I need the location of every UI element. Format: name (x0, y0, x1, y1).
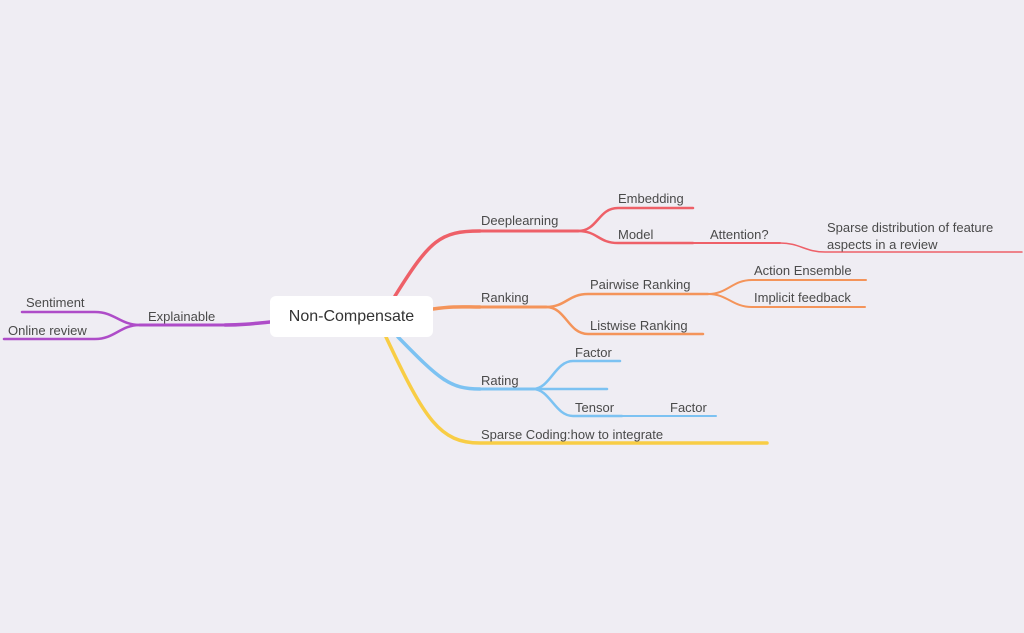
node-sentiment[interactable]: Sentiment (26, 295, 85, 310)
edge-pairwise-implicit (707, 293, 866, 308)
edge-deeplearning-model (576, 229, 695, 245)
node-tensor-factor[interactable]: Factor (670, 400, 707, 415)
node-sparse-distribution[interactable]: Sparse distribution of feature aspects i… (827, 220, 994, 252)
edge-rating-factor (531, 359, 622, 391)
node-implicit-feedback[interactable]: Implicit feedback (754, 290, 851, 305)
node-action-ensemble[interactable]: Action Ensemble (754, 263, 852, 278)
node-listwise-ranking[interactable]: Listwise Ranking (590, 318, 688, 333)
edge-root-ranking (431, 305, 482, 311)
node-attention[interactable]: Attention? (710, 227, 769, 242)
node-rating[interactable]: Rating (481, 373, 519, 388)
edge-ranking-listwise (544, 305, 705, 336)
edge-root-deeplearning (393, 229, 482, 298)
edge-ranking-pairwise (544, 292, 710, 309)
node-factor[interactable]: Factor (575, 345, 612, 360)
node-model[interactable]: Model (618, 227, 654, 242)
edge-root-rating (396, 335, 482, 391)
node-sparse-coding[interactable]: Sparse Coding:how to integrate (481, 427, 664, 442)
node-online-review[interactable]: Online review (8, 323, 87, 338)
node-pairwise-ranking[interactable]: Pairwise Ranking (590, 277, 691, 292)
edge-root-sparse-coding (384, 335, 769, 445)
edge-explainable-online-review (2, 323, 142, 341)
node-deeplearning[interactable]: Deeplearning (481, 213, 559, 228)
node-explainable[interactable]: Explainable (148, 309, 216, 324)
node-ranking[interactable]: Ranking (481, 290, 529, 305)
root-node[interactable]: Non-Compensate (270, 296, 433, 337)
node-tensor[interactable]: Tensor (575, 400, 615, 415)
edge-rating-tensor (531, 387, 624, 418)
edge-root-explainable (223, 320, 272, 327)
node-embedding[interactable]: Embedding (618, 191, 684, 206)
edge-attention-sparse (779, 242, 1023, 253)
